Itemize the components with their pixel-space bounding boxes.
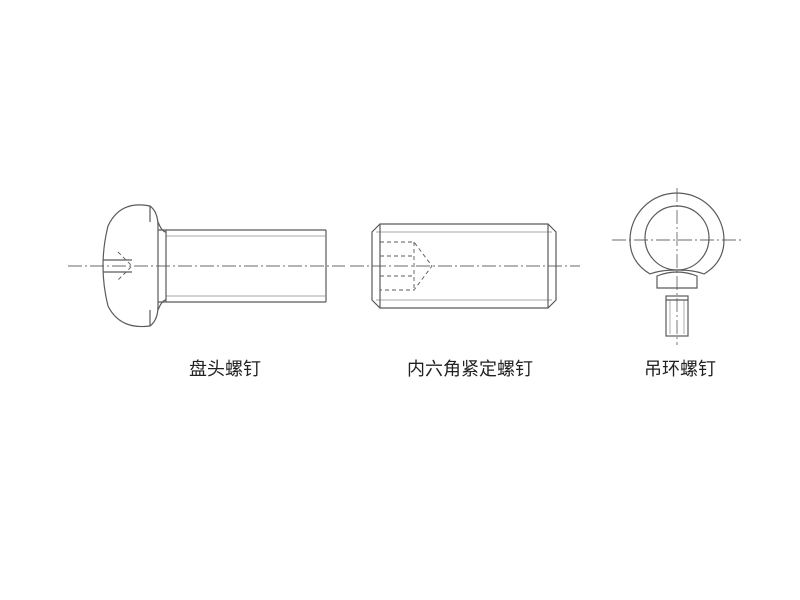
set-screw-drawing	[350, 223, 580, 309]
eye-shank	[665, 295, 689, 337]
pan-head-dome	[102, 204, 159, 328]
eye-collar	[656, 271, 698, 289]
eye-bolt-label: 吊环螺钉	[644, 359, 716, 380]
set-screw-label: 内六角紧定螺钉	[407, 359, 533, 380]
eye-bolt-drawing	[612, 188, 742, 345]
pan-head-screw-drawing	[68, 204, 345, 328]
pan-head-screw-label: 盘头螺钉	[189, 359, 261, 380]
set-hex-socket	[380, 241, 433, 291]
eye-ring-inner	[644, 205, 710, 271]
